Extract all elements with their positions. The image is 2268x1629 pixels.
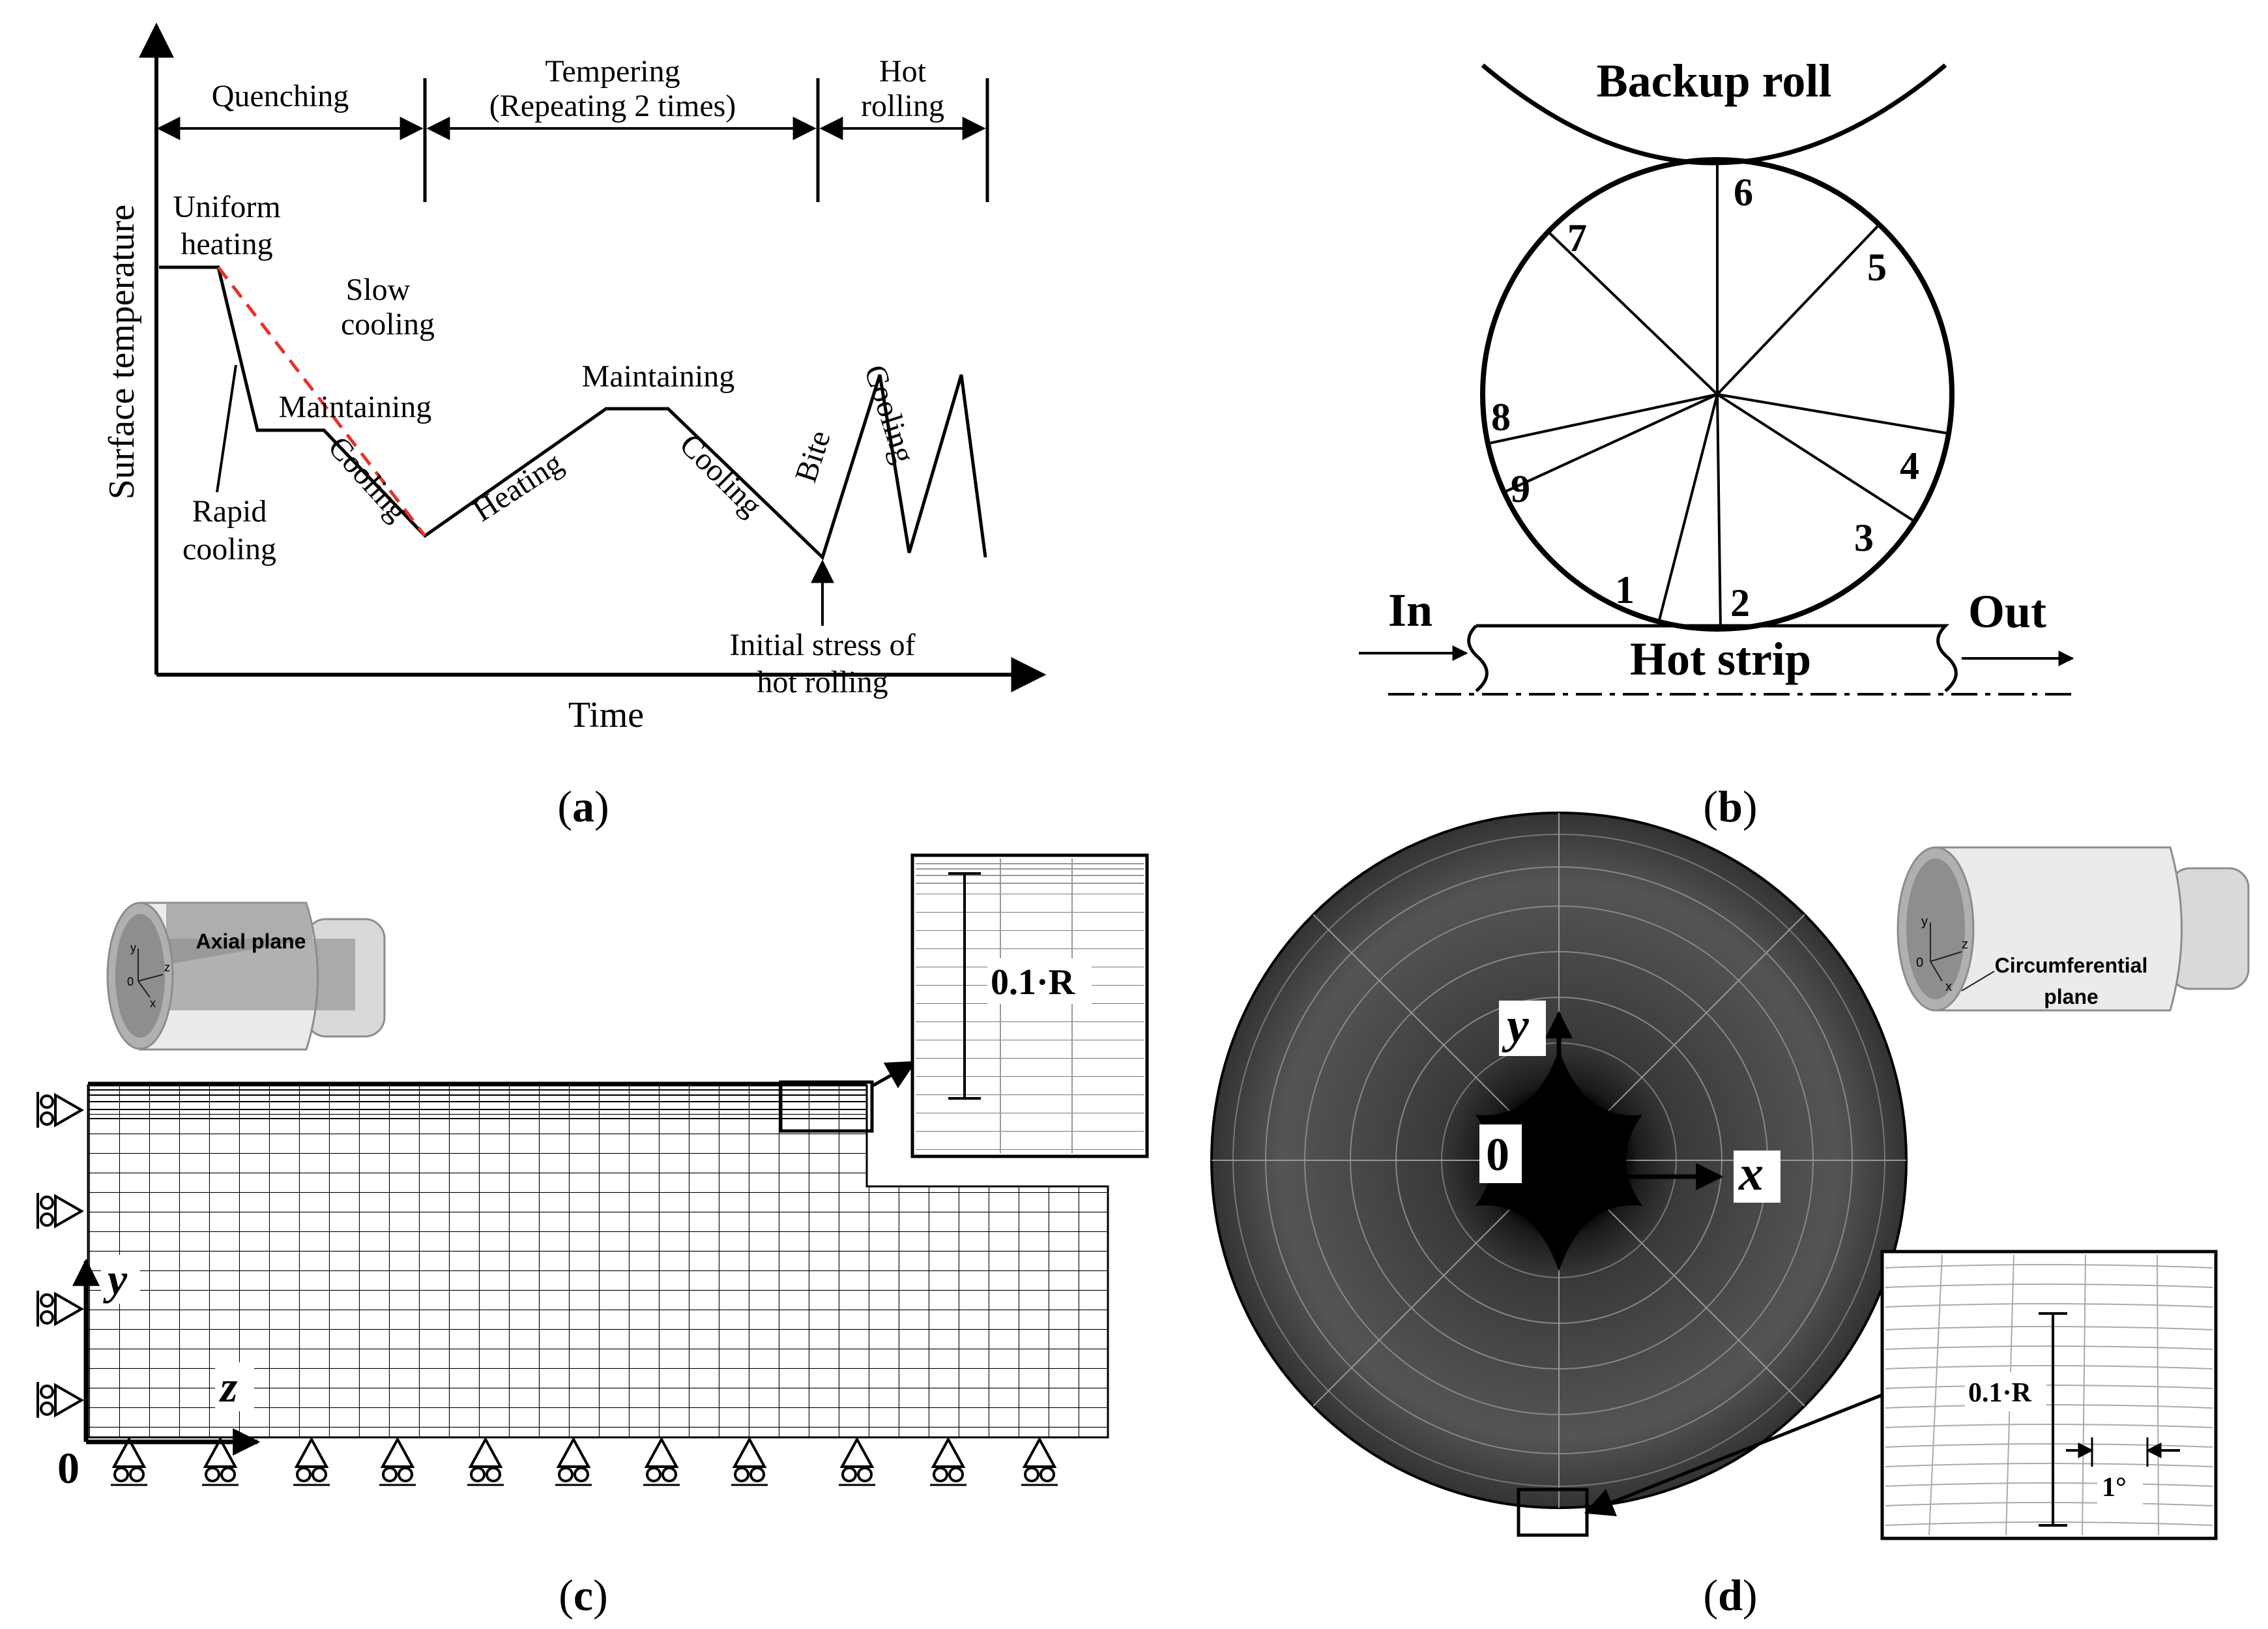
phase-tempering-repeat: (Repeating 2 times) [489,89,736,123]
axis-y-c-label: y [103,1254,128,1304]
phase-dividers [423,78,989,202]
roll-radials [1489,160,1949,630]
zoom-pointer-c [872,1061,916,1089]
mini-axis-0: 0 [127,975,134,988]
backup-roll-label: Backup roll [1597,55,1832,107]
label-hot-rolling: hot rolling [757,665,888,699]
inset-d: 0.1·R 1° [1880,1250,2218,1540]
panel-a: Surface temperature Time Quenching Tempe… [102,22,1047,831]
circumferential-label: Circumferential [1995,954,2148,977]
caption-a: (a) [557,782,609,831]
plane-label: plane [2044,985,2099,1008]
label-maintaining-2: Maintaining [582,359,735,394]
temperature-curve [159,265,987,561]
point-3: 3 [1854,516,1874,559]
bottom-supports [111,1436,1058,1486]
y-axis-label: Surface temperature [102,205,142,499]
caption-a-letter: a [572,782,594,831]
inset-c: 0.1·R [910,853,1149,1158]
inset-d-label: 0.1·R [1968,1378,2032,1408]
zoom-pointer-d [1584,1393,1883,1516]
mini-axis-x-d: x [1945,980,1952,994]
label-uniform: Uniform [173,190,280,224]
angle-label: 1° [2102,1473,2127,1503]
label-heating-1: heating [181,227,272,261]
roll-icon-axial: Axial plane y z 0 x [106,902,386,1051]
mini-axis-z: z [164,961,170,974]
caption-c-letter: c [574,1570,593,1620]
phase-hot: Hot [879,54,927,89]
caption-d-letter: d [1718,1570,1743,1620]
inset-c-label: 0.1·R [991,962,1075,1003]
rapid-cooling-pointer [216,364,237,493]
caption-c: (c) [559,1570,608,1620]
label-heating-2: Heating [467,445,568,528]
phase-tempering: Tempering [545,54,680,89]
phase-quenching: Quenching [212,79,349,113]
panel-d: y x 0 y z 0 x Circumferential plane [1210,812,2250,1620]
mini-axis-y: y [130,941,136,954]
label-cooling-2: Cooling [673,428,769,523]
point-1: 1 [1615,568,1635,611]
zoom-box-c [779,1080,874,1133]
hot-strip-label: Hot strip [1630,633,1811,685]
roll-icon-circumferential: y z 0 x Circumferential plane [1897,846,2250,1012]
origin-c: 0 [57,1443,80,1493]
label-rapid: Rapid [192,494,267,529]
out-label: Out [1968,585,2046,638]
label-slow-cooling: cooling [341,307,435,342]
label-cooling-1: Cooling [321,430,414,527]
hot-strip [1467,624,1958,692]
point-7: 7 [1567,216,1587,259]
panel-b: Backup roll 6 5 4 3 2 1 9 8 7 In Out Hot… [1359,55,2074,831]
axial-plane-label: Axial plane [196,930,306,953]
point-4: 4 [1900,445,1919,488]
caption-b: (b) [1703,782,1757,831]
point-2: 2 [1730,581,1750,624]
mini-axis-z-d: z [1962,937,1968,952]
mini-axis-x: x [150,997,156,1010]
mini-axis-y-d: y [1921,915,1928,929]
point-5: 5 [1867,246,1887,289]
axis-x-d-label: x [1738,1146,1764,1201]
origin-d: 0 [1486,1128,1509,1181]
backup-roll-arc [1481,63,1947,166]
label-bite: Bite [789,426,837,486]
label-slow: Slow [346,272,411,307]
point-8: 8 [1491,396,1511,439]
phase-rolling: rolling [861,89,944,123]
label-maintaining-1: Maintaining [279,390,432,424]
caption-b-letter: b [1718,782,1743,831]
label-initial-stress: Initial stress of [729,628,915,662]
point-6: 6 [1734,171,1753,214]
label-rapid-cooling: cooling [182,532,276,566]
left-supports [36,1092,85,1418]
slow-cooling-dashed [217,266,426,537]
mini-axis-0-d: 0 [1916,956,1923,970]
axis-z-c-label: z [219,1362,238,1411]
x-axis-label: Time [568,695,644,735]
axial-mesh [87,1061,1109,1439]
in-label: In [1388,584,1432,636]
caption-d: (d) [1703,1570,1757,1620]
panel-c: Axial plane y z 0 x [36,853,1149,1620]
point-9: 9 [1511,467,1530,510]
